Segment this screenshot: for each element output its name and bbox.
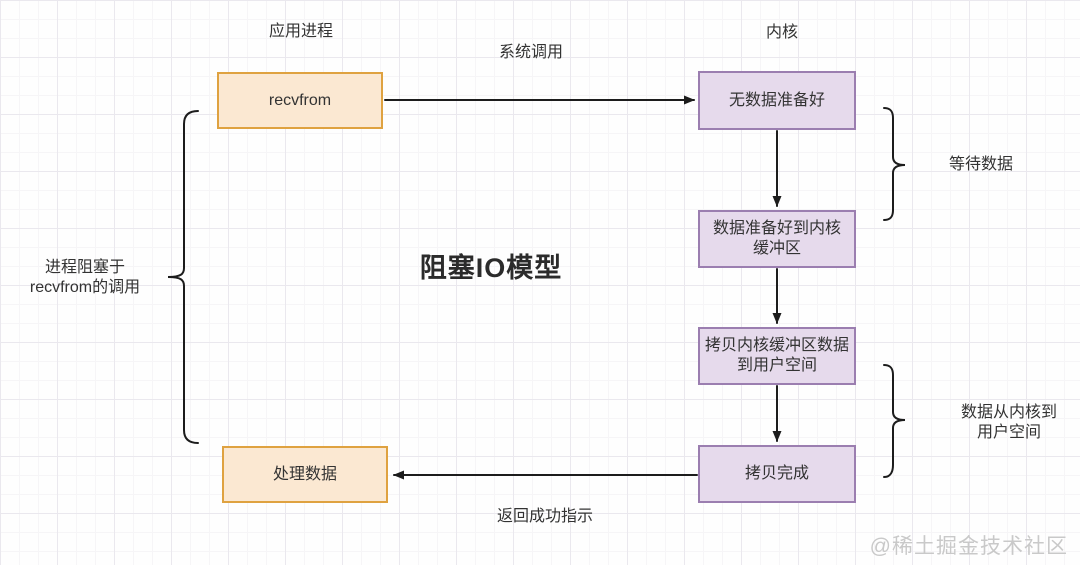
column-label-app-process: 应用进程	[268, 23, 333, 40]
edge-label-return-success: 返回成功指示	[496, 508, 593, 525]
node-copy-buffer: 拷贝内核缓冲区数据到用户空间	[698, 327, 856, 385]
node-recvfrom-label: recvfrom	[268, 91, 332, 109]
brace-wait-data	[883, 107, 906, 221]
node-process-data: 处理数据	[222, 446, 388, 503]
node-copy-done-label: 拷贝完成	[744, 465, 809, 482]
column-label-kernel: 内核	[765, 24, 798, 41]
diagram-title: 阻塞IO模型	[419, 253, 563, 283]
brace-label-wait-data: 等待数据	[948, 156, 1013, 173]
node-data-ready: 数据准备好到内核缓冲区	[698, 210, 856, 268]
node-data-ready-label: 数据准备好到内核缓冲区	[712, 220, 841, 257]
edge-label-system-call: 系统调用	[498, 44, 563, 61]
node-process-data-label: 处理数据	[272, 465, 337, 483]
node-recvfrom: recvfrom	[217, 72, 383, 129]
watermark: @稀土掘金技术社区	[869, 535, 1068, 558]
node-copy-done: 拷贝完成	[698, 445, 856, 503]
brace-kernel-to-user	[883, 364, 906, 478]
brace-process-blocked	[167, 110, 199, 444]
node-no-data-ready: 无数据准备好	[698, 71, 856, 130]
brace-label-kernel-to-user: 数据从内核到用户空间	[960, 404, 1057, 441]
node-no-data-ready-label: 无数据准备好	[728, 91, 825, 109]
node-copy-buffer-label: 拷贝内核缓冲区数据到用户空间	[704, 337, 849, 374]
